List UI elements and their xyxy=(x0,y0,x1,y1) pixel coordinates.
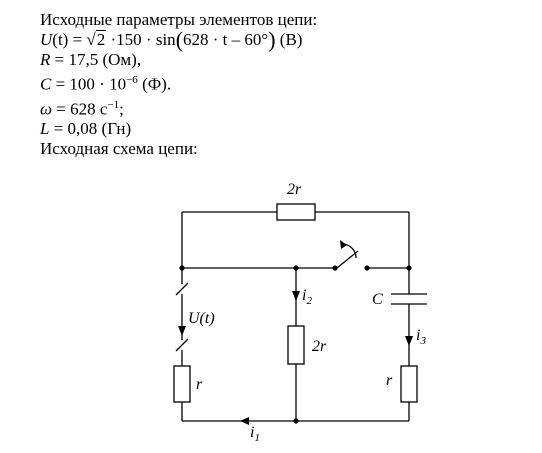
capacitance-value: = 100 · 10 xyxy=(51,74,127,94)
inductance-line: L = 0,08 (Гн) xyxy=(40,119,520,139)
switch-arrow-head xyxy=(340,240,347,249)
parameters-heading: Исходные параметры элементов цепи: xyxy=(40,10,318,29)
omega-line: ω = 628 c−1; xyxy=(40,95,520,120)
label-source: U(t) xyxy=(188,310,215,327)
paren-close: ) xyxy=(268,27,276,52)
omega-symbol: ω xyxy=(40,99,53,119)
label-i3-sub: 3 xyxy=(419,335,426,347)
sin-argument: 628 · t – 60° xyxy=(183,30,269,49)
voltage-formula: U(t) = √2 ·150 · sin(628 · t – 60°) (В) xyxy=(40,27,520,52)
i3-arrow xyxy=(405,336,413,346)
left-resistor xyxy=(173,365,191,403)
label-middle-resistor: 2r xyxy=(312,338,327,355)
inductance-value: = 0,08 (Гн) xyxy=(49,119,132,139)
i1-arrow xyxy=(240,417,249,425)
omega-unit: ; xyxy=(119,99,124,119)
node-middle xyxy=(293,265,299,271)
label-i1-main: i xyxy=(250,424,254,441)
top-resistor xyxy=(276,203,316,221)
capacitance-exponent: −6 xyxy=(126,74,138,86)
node-left xyxy=(179,265,185,271)
voltage-amplitude: ·150 · sin xyxy=(106,30,176,49)
schema-heading: Исходная схема цепи: xyxy=(40,139,198,159)
right-resistor xyxy=(400,365,418,403)
parameters-block: Исходные параметры элементов цепи: U(t) … xyxy=(40,10,520,159)
label-capacitor: C xyxy=(372,291,383,308)
node-bottom-middle xyxy=(293,418,299,424)
label-right-resistor: r xyxy=(386,372,393,389)
node-right xyxy=(406,265,412,271)
middle-resistor xyxy=(287,325,305,365)
label-i1-sub: 1 xyxy=(254,432,260,444)
resistance-symbol: R xyxy=(40,50,51,69)
voltage-unit: (В) xyxy=(275,30,303,49)
label-i3: i3 xyxy=(416,327,426,347)
capacitance-unit: (Ф). xyxy=(137,74,172,94)
voltage-symbol: U xyxy=(40,30,53,49)
paren-open: ( xyxy=(175,27,184,52)
i2-arrow xyxy=(292,291,300,301)
label-i1: i1 xyxy=(250,424,260,444)
source-arrow xyxy=(178,326,186,336)
resistance-value: = 17,5 (Ом), xyxy=(50,50,142,69)
sqrt-sign: √ xyxy=(86,30,96,49)
capacitance-line: C = 100 · 10−6 (Ф). xyxy=(40,70,520,95)
label-i2-main: i xyxy=(302,287,306,304)
inductance-symbol: L xyxy=(40,119,50,139)
node-switch-right xyxy=(364,265,370,271)
capacitance-symbol: C xyxy=(40,74,52,94)
omega-exponent: −1 xyxy=(107,98,120,111)
voltage-argument: (t) = xyxy=(52,30,87,49)
label-i2-sub: 2 xyxy=(306,295,312,307)
omega-value: = 628 c xyxy=(52,99,108,119)
sqrt-value: 2 xyxy=(95,30,107,49)
node-switch-left xyxy=(332,265,338,271)
source-terminal-bottom-slash xyxy=(175,338,189,352)
label-left-resistor: r xyxy=(196,376,203,393)
switch-blade xyxy=(336,250,359,269)
label-i3-main: i xyxy=(416,327,420,344)
resistance-line: R = 17,5 (Ом), xyxy=(40,50,520,70)
source-terminal-top-slash xyxy=(175,282,189,296)
label-top-resistor: 2r xyxy=(287,181,302,198)
label-i2: i2 xyxy=(302,287,312,307)
